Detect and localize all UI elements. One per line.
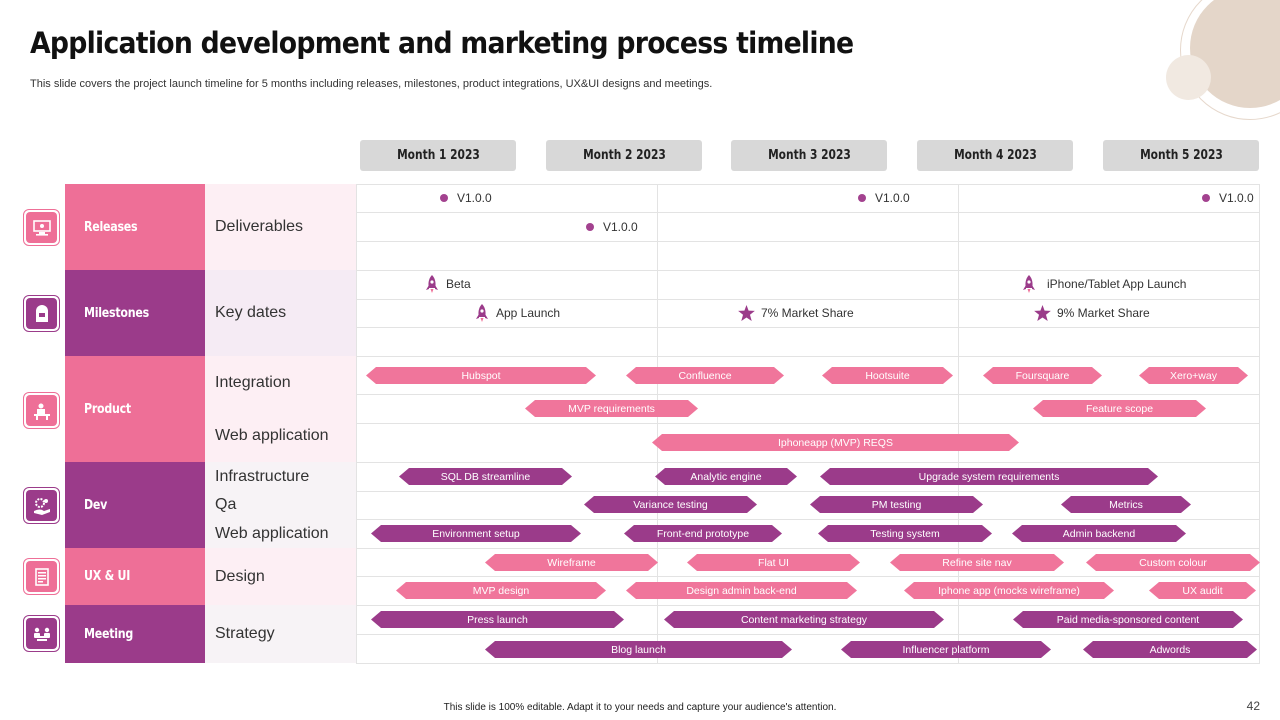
- sub-dev-web-application: Web application: [205, 519, 356, 548]
- bar-custom-colour: Custom colour: [1086, 554, 1260, 571]
- category-meeting: Meeting: [65, 605, 205, 663]
- bar-feature-scope: Feature scope: [1033, 400, 1206, 417]
- bar-refine-site-nav: Refine site nav: [890, 554, 1064, 571]
- document-icon: [23, 558, 60, 595]
- bar-blog-launch: Blog launch: [485, 641, 792, 658]
- bar-ux-audit: UX audit: [1149, 582, 1256, 599]
- sub-infrastructure: Infrastructure: [205, 462, 356, 491]
- bar-mvp-design: MVP design: [396, 582, 606, 599]
- monitor-icon: [23, 209, 60, 246]
- meeting-icon: [23, 615, 60, 652]
- milestone-app-launch: App Launch: [474, 303, 560, 323]
- rocket-icon: [1023, 275, 1035, 293]
- star-icon: [738, 305, 755, 321]
- bar-xero-way: Xero+way: [1139, 367, 1248, 384]
- gear-hand-icon: [23, 487, 60, 524]
- category-milestones: Milestones: [65, 270, 205, 356]
- release-marker-3: V1.0.0: [858, 191, 910, 205]
- page-subtitle: This slide covers the project launch tim…: [30, 78, 713, 90]
- milestone-iphone-launch: iPhone/Tablet App Launch: [1021, 274, 1186, 294]
- sub-web-application: Web application: [205, 409, 356, 462]
- bar-metrics: Metrics: [1061, 496, 1191, 513]
- bar-confluence: Confluence: [626, 367, 784, 384]
- month-header-5: Month 5 2023: [1103, 140, 1259, 171]
- bar-admin-backend: Admin backend: [1012, 525, 1186, 542]
- month-header-1: Month 1 2023: [360, 140, 516, 171]
- bar-wireframe: Wireframe: [485, 554, 658, 571]
- decor-circle-small: [1166, 55, 1211, 100]
- category-ux-ui: UX & UI: [65, 548, 205, 605]
- bar-upgrade-system: Upgrade system requirements: [820, 468, 1158, 485]
- presenter-icon: [23, 392, 60, 429]
- bar-front-end-prototype: Front-end prototype: [624, 525, 782, 542]
- page-title: Application development and marketing pr…: [30, 26, 854, 60]
- milestone-market-share-7: 7% Market Share: [738, 305, 854, 321]
- sub-design: Design: [205, 548, 356, 605]
- star-icon: [1034, 305, 1051, 321]
- bar-hootsuite: Hootsuite: [822, 367, 953, 384]
- month-header-2: Month 2 2023: [546, 140, 702, 171]
- bar-testing-system: Testing system: [818, 525, 992, 542]
- bar-flat-ui: Flat UI: [687, 554, 860, 571]
- milestone-beta: Beta: [424, 274, 471, 294]
- bar-sql-db-streamline: SQL DB streamline: [399, 468, 572, 485]
- release-marker-2: V1.0.0: [586, 220, 638, 234]
- bar-iphoneapp-mvp-reqs: Iphoneapp (MVP) REQS: [652, 434, 1019, 451]
- sub-deliverables: Deliverables: [205, 184, 356, 270]
- bar-foursquare: Foursquare: [983, 367, 1102, 384]
- bar-design-admin-back-end: Design admin back-end: [626, 582, 857, 599]
- month-header-4: Month 4 2023: [917, 140, 1073, 171]
- bar-iphone-app-mocks: Iphone app (mocks wireframe): [904, 582, 1114, 599]
- bar-paid-media: Paid media-sponsored content: [1013, 611, 1243, 628]
- bar-content-marketing: Content marketing strategy: [664, 611, 944, 628]
- category-dev: Dev: [65, 462, 205, 548]
- release-marker-1: V1.0.0: [440, 191, 492, 205]
- rocket-icon: [426, 275, 438, 293]
- rocket-icon: [476, 304, 488, 322]
- bar-press-launch: Press launch: [371, 611, 624, 628]
- bar-influencer-platform: Influencer platform: [841, 641, 1051, 658]
- footer-note: This slide is 100% editable. Adapt it to…: [443, 702, 837, 713]
- bar-adwords: Adwords: [1083, 641, 1257, 658]
- bar-environment-setup: Environment setup: [371, 525, 581, 542]
- sub-integration: Integration: [205, 356, 356, 409]
- sub-key-dates: Key dates: [205, 270, 356, 356]
- bar-pm-testing: PM testing: [810, 496, 983, 513]
- bar-mvp-requirements: MVP requirements: [525, 400, 698, 417]
- bar-analytic-engine: Analytic engine: [655, 468, 797, 485]
- release-marker-4: V1.0.0: [1202, 191, 1254, 205]
- page-number: 42: [1246, 699, 1260, 713]
- sub-strategy: Strategy: [205, 605, 356, 663]
- category-product: Product: [65, 356, 205, 462]
- month-header-row: Month 1 2023 Month 2 2023 Month 3 2023 M…: [360, 140, 1260, 171]
- bar-variance-testing: Variance testing: [584, 496, 757, 513]
- mailbox-icon: [23, 295, 60, 332]
- bar-hubspot: Hubspot: [366, 367, 596, 384]
- month-header-3: Month 3 2023: [731, 140, 887, 171]
- milestone-market-share-9: 9% Market Share: [1034, 305, 1150, 321]
- sub-qa: Qa: [205, 491, 356, 519]
- category-releases: Releases: [65, 184, 205, 270]
